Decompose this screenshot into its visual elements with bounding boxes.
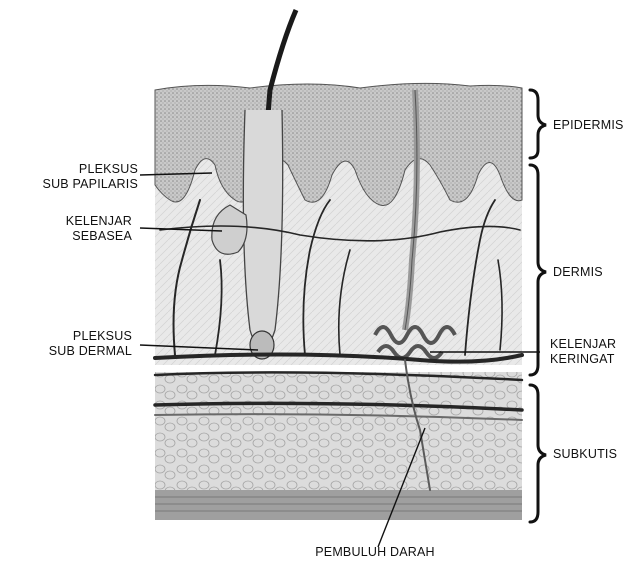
label-sweat-gland: KELENJAR KERINGAT: [550, 337, 616, 367]
label-blood-vessel: PEMBULUH DARAH: [290, 545, 460, 560]
label-sweat-gland-line2: KERINGAT: [550, 352, 616, 367]
subcutis-layer: [155, 372, 522, 490]
muscle-band: [155, 490, 522, 520]
label-subcutis: SUBKUTIS: [553, 447, 617, 462]
label-plexus-subpapillary: PLEKSUS SUB PAPILARIS: [0, 162, 138, 192]
label-epidermis: EPIDERMIS: [553, 118, 624, 133]
label-plexus-subpapillary-line1: PLEKSUS: [0, 162, 138, 177]
layer-braces: [530, 90, 546, 522]
label-plexus-subdermal: PLEKSUS SUB DERMAL: [0, 329, 132, 359]
label-dermis: DERMIS: [553, 265, 603, 280]
label-sebaceous-gland-line1: KELENJAR: [0, 214, 132, 229]
label-sebaceous-gland: KELENJAR SEBASEA: [0, 214, 132, 244]
label-sweat-gland-line1: KELENJAR: [550, 337, 616, 352]
label-sebaceous-gland-line2: SEBASEA: [0, 229, 132, 244]
label-plexus-subdermal-line2: SUB DERMAL: [0, 344, 132, 359]
label-plexus-subdermal-line1: PLEKSUS: [0, 329, 132, 344]
label-plexus-subpapillary-line2: SUB PAPILARIS: [0, 177, 138, 192]
